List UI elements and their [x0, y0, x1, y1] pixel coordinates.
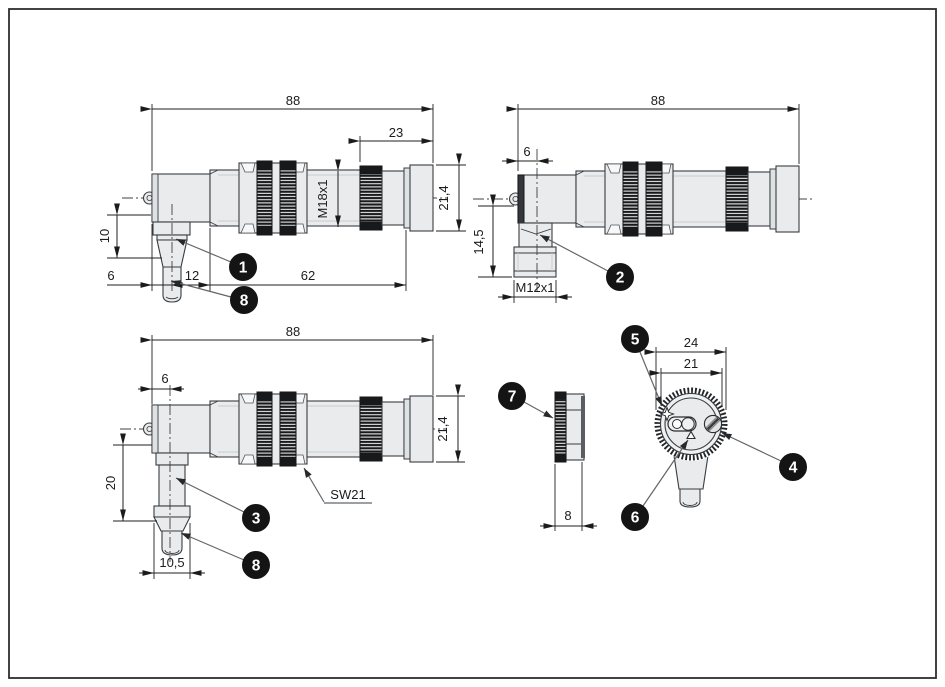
connector-neck	[518, 222, 553, 248]
leader-callout-5	[639, 351, 663, 407]
leader-callout-4	[721, 432, 782, 462]
dim-cable-offset: 6	[107, 268, 114, 283]
sensor-face-cap-dark	[517, 174, 525, 224]
callout-number-3: 3	[252, 511, 261, 528]
callout-badge-3	[242, 504, 270, 532]
flash-icon	[659, 406, 675, 422]
leader-callout-3	[175, 477, 245, 513]
callout-number-4: 4	[789, 460, 798, 477]
callout-badge-7	[498, 382, 526, 410]
dim-connector-offset: 6	[523, 144, 530, 159]
dim-connector-offset: 6	[161, 371, 168, 386]
dim-diameter: 21,4	[436, 185, 451, 210]
dim-disc-thickness: 8	[564, 508, 571, 523]
cable-swivel-block	[152, 221, 191, 236]
callout-number-5: 5	[631, 332, 640, 349]
dim-body-length: 62	[301, 268, 315, 283]
dim-wrench-size: SW21	[330, 487, 365, 502]
dim-cable-drop: 10	[97, 229, 112, 243]
leader-callout-1	[175, 238, 232, 263]
connector-stem	[158, 464, 186, 507]
callout-number-8a: 8	[240, 293, 249, 310]
dim-outer-diameter: 24	[684, 335, 698, 350]
callout-badge-6	[621, 503, 649, 531]
leader-callout-8a	[170, 280, 232, 298]
leader-callout-8b	[180, 532, 245, 561]
cable	[161, 530, 183, 556]
leader-callout-7	[523, 401, 554, 419]
dim-connector-width: 10,5	[159, 555, 184, 570]
dim-connector-drop: 20	[103, 476, 118, 490]
led-indicator	[672, 419, 682, 429]
dim-overall-length: 88	[651, 93, 665, 108]
callout-badge-4	[779, 453, 807, 481]
led-indicator-2	[681, 417, 695, 431]
callout-number-8b: 8	[252, 558, 261, 575]
leader-wrench-size	[303, 467, 325, 503]
knurled-band	[554, 391, 567, 463]
callout-badge-8a	[230, 286, 258, 314]
leader-callout-6	[642, 439, 689, 507]
connector-collar	[153, 505, 191, 518]
screw-slot	[705, 416, 721, 432]
view-connector-short: 88 6 14,5 M12x1 2	[471, 93, 815, 303]
connector-flange	[155, 452, 189, 466]
callout-number-6: 6	[631, 510, 640, 527]
callout-badge-5	[621, 325, 649, 353]
dim-cable-spacing: 12	[185, 268, 199, 283]
view-cable-right-angle: 88 23 21,4 M18x1 10 6 12 62 1 8	[97, 93, 466, 314]
callout-number-2: 2	[616, 270, 625, 287]
knurled-ring-teeth	[654, 387, 728, 461]
dim-face-diameter: 21	[684, 356, 698, 371]
view-end: 24 21 5 4 6	[621, 325, 807, 531]
callout-badge-8b	[242, 551, 270, 579]
dim-connector-thread: M12x1	[515, 280, 554, 295]
view-connector-long: 88 6 21,4 20 10,5 SW21 3 8	[103, 324, 465, 579]
dim-tail-length: 23	[389, 125, 403, 140]
callout-badge-2	[606, 263, 634, 291]
dim-overall-length: 88	[286, 93, 300, 108]
figure-border	[8, 8, 937, 679]
cable	[679, 488, 701, 508]
callout-badge-1	[229, 253, 257, 281]
m12-connector	[513, 246, 557, 278]
dim-overall-length: 88	[286, 324, 300, 339]
callout-number-7: 7	[508, 389, 517, 406]
dim-connector-drop: 14,5	[471, 229, 486, 254]
marker-triangle-icon	[686, 430, 696, 440]
dim-thread: M18x1	[315, 179, 330, 218]
callout-number-1: 1	[239, 260, 248, 277]
leader-callout-2	[539, 234, 609, 272]
view-disc-side: 8 7	[498, 382, 597, 531]
dim-diameter: 21,4	[435, 416, 450, 441]
